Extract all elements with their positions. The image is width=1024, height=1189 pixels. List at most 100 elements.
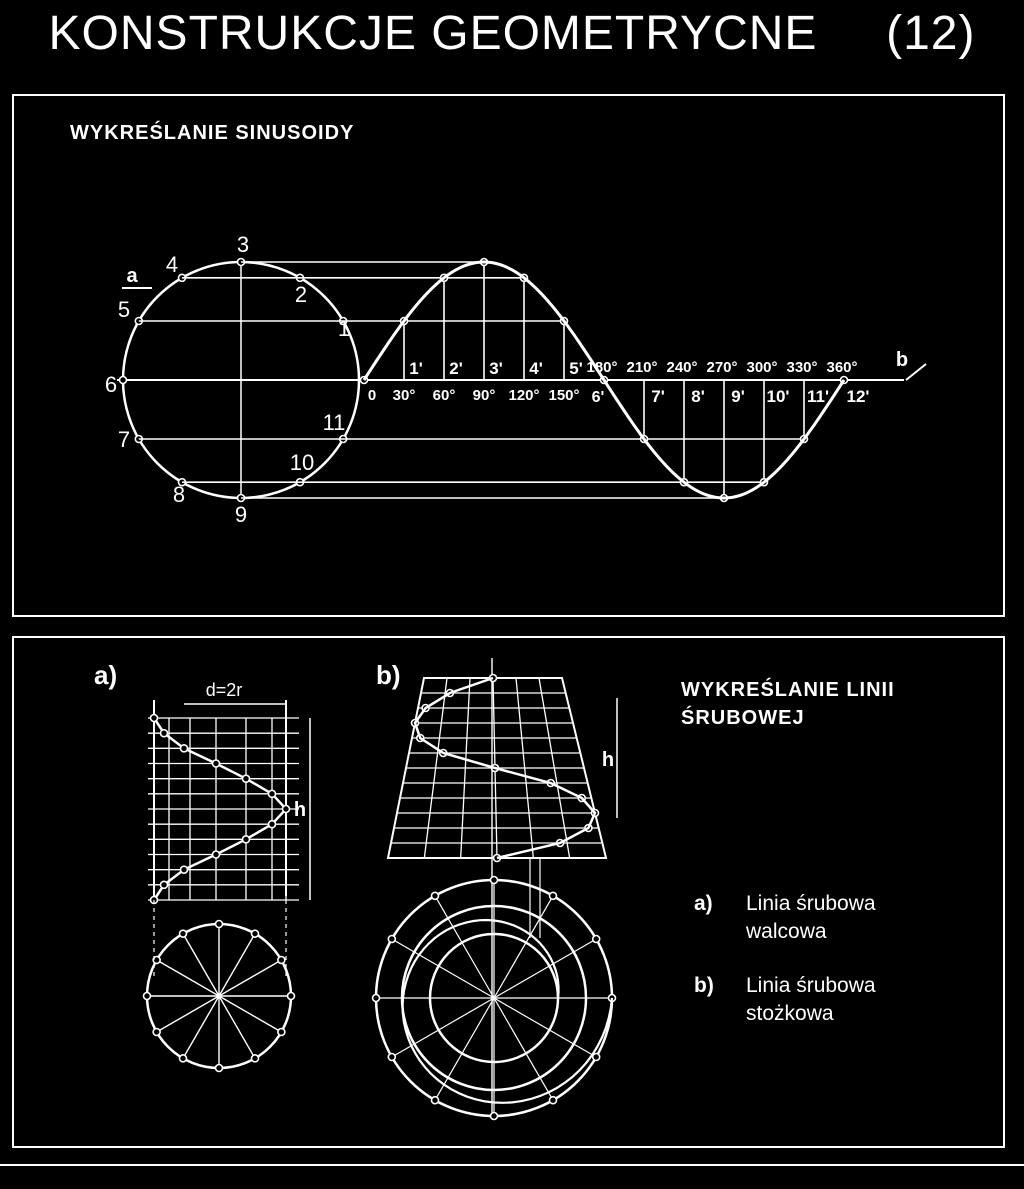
circle-label-10: 10 [290, 450, 314, 475]
primed-label-6: 6' [592, 389, 605, 406]
cone-plan-point-2 [548, 1095, 558, 1105]
cyl-plan-point-4 [178, 1054, 188, 1063]
cyl-helix-point-1 [159, 880, 169, 890]
degree-label-12: 360° [826, 359, 857, 376]
cyl-helix-point-4 [241, 835, 251, 844]
sheet-title: KONSTRUKCJE GEOMETRYCNE (12) [0, 6, 1024, 61]
primed-label-12: 12' [847, 387, 870, 406]
degree-label-8: 240° [666, 359, 697, 376]
cyl-helix-point-7 [267, 789, 277, 799]
circle-label-5: 5 [118, 297, 130, 322]
primed-label-1: 1' [409, 359, 423, 378]
pitch-label-a: h [294, 799, 306, 821]
cone-plan-point-4 [430, 1095, 440, 1105]
axis-label-0: 0 [368, 387, 376, 404]
primed-label-10: 10' [767, 387, 790, 406]
part-b-label: b) [376, 660, 401, 690]
cone-plan-point-1 [591, 1052, 601, 1062]
degree-label-6: 180° [586, 359, 617, 376]
cyl-helix-point-8 [241, 774, 251, 783]
legend-a-line2: walcowa [746, 920, 827, 943]
cone-plan-ray-11 [493, 938, 597, 999]
cyl-plan-point-10 [250, 929, 260, 938]
circle-point-6 [118, 375, 128, 385]
bottom-rule [0, 1164, 1024, 1166]
legend-b-key: b) [694, 974, 714, 997]
cyl-helix-point-2 [179, 865, 189, 874]
primed-label-7: 7' [651, 387, 665, 406]
legend-conical: b)Linia śrubowa stożkowa [694, 972, 876, 1028]
cone-plan-ray-2 [493, 997, 554, 1101]
cone-plan-point-10 [548, 891, 558, 901]
sinusoid-heading: WYKREŚLANIE SINUSOIDY [70, 122, 355, 144]
cone-gridline-v-1 [423, 677, 448, 859]
primed-label-4: 4' [529, 359, 543, 378]
cyl-plan-point-7 [152, 955, 161, 965]
degree-label-1: 30° [393, 387, 416, 404]
cyl-plan-ray-5 [156, 959, 282, 1033]
degree-label-3: 90° [473, 387, 496, 404]
circle-label-4: 4 [166, 252, 178, 277]
cone-plan-ray-8 [434, 895, 495, 999]
primed-label-11: 11' [807, 387, 829, 406]
degree-label-11: 330° [786, 359, 817, 376]
circle-label-11: 11 [323, 410, 346, 435]
circle-label-9: 9 [235, 502, 247, 527]
circle-label-3: 3 [237, 232, 249, 257]
cone-plan-point-6 [371, 993, 381, 1003]
degree-label-10: 300° [746, 359, 777, 376]
primed-label-8: 8' [691, 387, 705, 406]
cone-gridline-v-4 [515, 677, 534, 859]
cone-plan-ray-1 [493, 997, 597, 1058]
cyl-plan-point-3 [214, 1063, 224, 1073]
part-a-label: a) [94, 660, 117, 690]
sinusoid-construction: 1 2 3 4 5 6 7 8 9 10 11 a b 0 30° 60° 90° 120° 150° 180° 210… [105, 232, 927, 527]
degree-label-4: 120° [508, 387, 539, 404]
degree-label-7: 210° [626, 359, 657, 376]
circle-label-1: 1 [338, 316, 350, 341]
cyl-plan-point-11 [277, 955, 286, 965]
cyl-helix-point-9 [211, 759, 221, 768]
helix-heading-line2: ŚRUBOWEJ [681, 707, 805, 729]
cyl-plan-point-5 [152, 1027, 161, 1037]
cyl-plan-point-1 [277, 1027, 286, 1037]
cyl-helix-point-5 [267, 819, 277, 829]
cone-plan-point-5 [387, 1052, 397, 1062]
circle-label-6: 6 [105, 372, 117, 397]
cone-gridline-v-5 [538, 677, 571, 859]
cone-gridline-v-2 [460, 677, 471, 859]
cone-plan-point-7 [387, 934, 397, 944]
circle-label-8: 8 [173, 482, 185, 507]
cone-plan-point-11 [591, 934, 601, 944]
cyl-helix-point-3 [211, 850, 221, 859]
helix-heading: WYKREŚLANIE LINII ŚRUBOWEJ [681, 676, 981, 732]
cone-plan-point-9 [489, 875, 499, 885]
cyl-helix-point-10 [179, 744, 189, 753]
legend-a-key: a) [694, 892, 713, 915]
cyl-plan-point-0 [286, 991, 296, 1001]
degree-label-5: 150° [548, 387, 579, 404]
degree-label-2: 60° [433, 387, 456, 404]
legend-b-line1: Linia śrubowa [746, 974, 876, 997]
cone-plan-point-8 [430, 891, 440, 901]
line-label-b: b [896, 349, 908, 371]
cone-plan-point-3 [489, 1111, 499, 1121]
cone-plan-ray-7 [391, 938, 495, 999]
axis-end-mark [905, 363, 927, 381]
circle-label-2: 2 [295, 282, 307, 307]
cone-plan-ray-4 [434, 997, 495, 1101]
cyl-plan-point-2 [250, 1054, 260, 1063]
cone-plan-ray-10 [493, 895, 554, 999]
circle-label-7: 7 [118, 427, 130, 452]
primed-label-5: 5' [569, 359, 583, 378]
sheet-number: (12) [886, 7, 976, 60]
sinusoid-panel: WYKREŚLANIE SINUSOIDY 1 2 3 4 5 6 7 8 9 10 11 a b 0 30… [12, 94, 1005, 617]
cyl-plan-point-8 [178, 929, 188, 938]
cone-helix [413, 676, 597, 860]
primed-label-9: 9' [731, 387, 745, 406]
line-label-a: a [126, 265, 138, 287]
cyl-helix-point-11 [159, 728, 169, 738]
cone-plan-ray-5 [391, 997, 495, 1058]
sine-curve [362, 260, 846, 500]
